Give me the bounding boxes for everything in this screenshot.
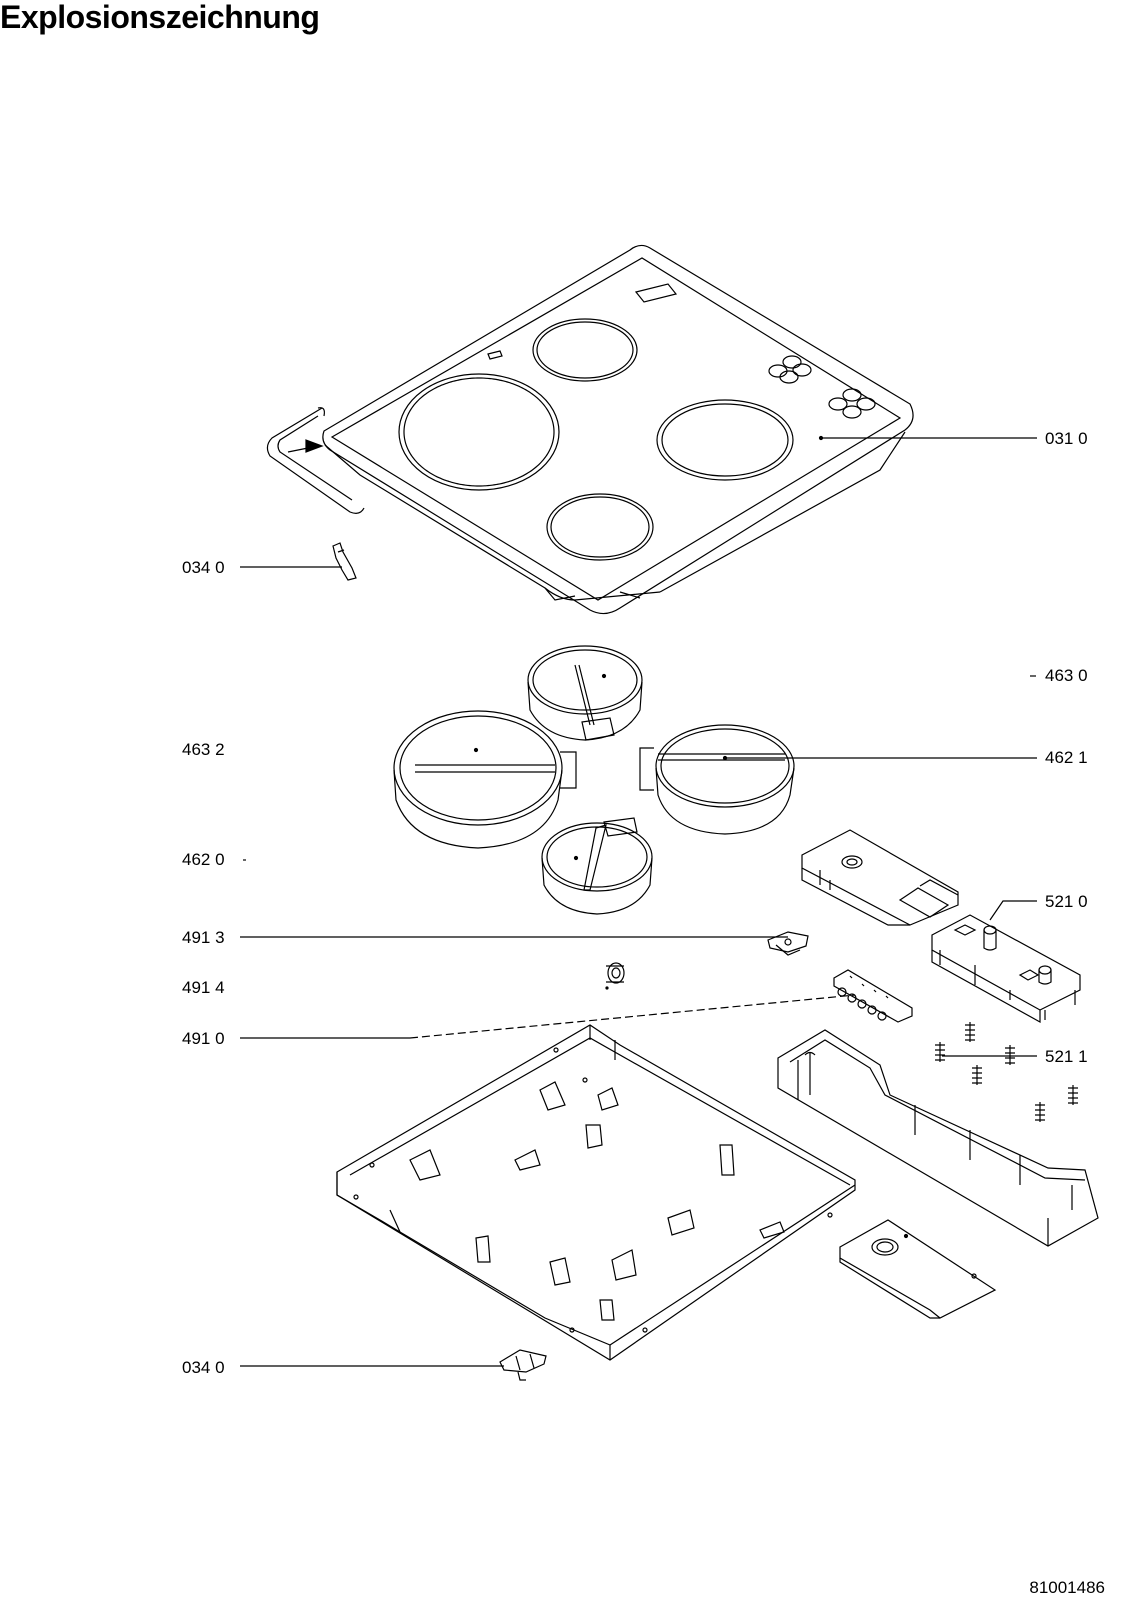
callout-491-0: 491 0 [182, 1029, 225, 1048]
springs [935, 1022, 1078, 1122]
cable-channel [778, 1030, 1098, 1246]
terminal-block [834, 970, 912, 1022]
callout-462-0: 462 0 [182, 850, 225, 869]
callout-463-0: 463 0 [1045, 666, 1088, 685]
callout-463-2: 463 2 [182, 740, 225, 759]
callout-462-1: 462 1 [1045, 748, 1088, 767]
heating-element-large [394, 711, 576, 848]
seal-strip [267, 408, 364, 514]
callout-034-0-top: 034 0 [182, 558, 225, 577]
fixing-clip-top [333, 543, 356, 580]
cover-plate [840, 1220, 995, 1318]
bottom-tray [337, 1025, 855, 1360]
callout-521-1: 521 1 [1045, 1047, 1088, 1066]
callout-521-0: 521 0 [1045, 892, 1088, 911]
fixing-clip-bottom [500, 1350, 546, 1380]
electronic-housing [802, 830, 958, 925]
grommet [606, 963, 624, 989]
callout-031-0: 031 0 [1045, 429, 1088, 448]
switch-clip [768, 932, 808, 955]
control-pcb [932, 915, 1080, 1022]
hob-glass-top [288, 245, 913, 613]
callout-491-4: 491 4 [182, 978, 225, 997]
leader-lines [240, 438, 1037, 1366]
page-title: Explosionszeichnung [0, 0, 320, 35]
document-number: 81001486 [1029, 1578, 1105, 1597]
callout-034-0-bottom: 034 0 [182, 1358, 225, 1377]
heating-element-small-bottom [542, 818, 652, 914]
heating-element-right [640, 725, 794, 834]
callout-491-3: 491 3 [182, 928, 225, 947]
heating-element-small-top [528, 646, 642, 740]
